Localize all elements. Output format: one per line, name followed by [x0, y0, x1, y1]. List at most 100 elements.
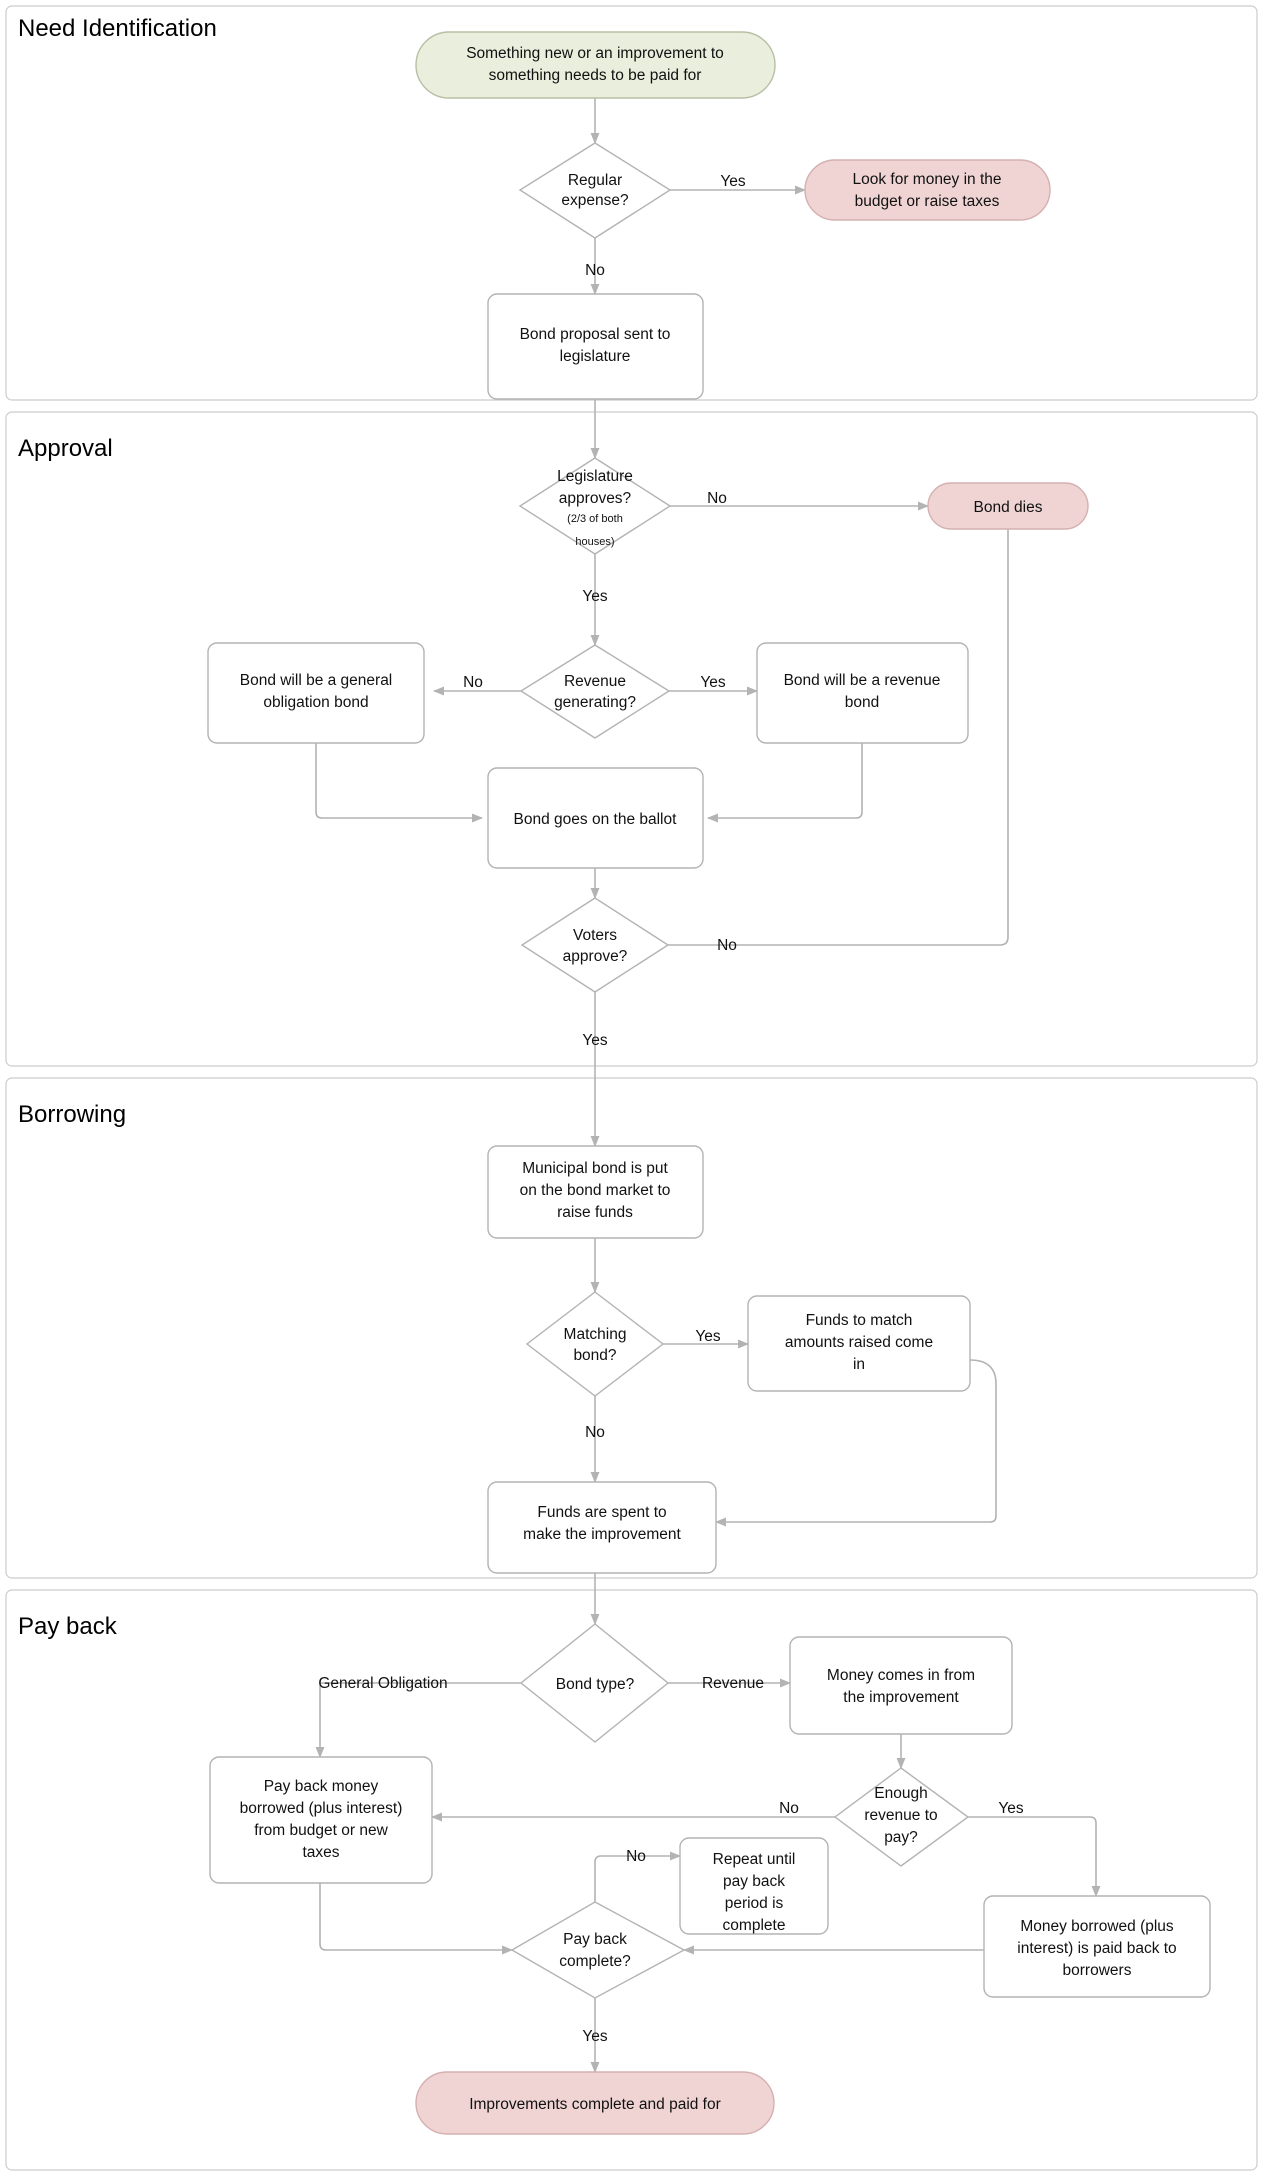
node-money-comes-in-line-1: Money comes in from [827, 1667, 975, 1684]
edge-label-revenue-generating-yes: Yes [700, 674, 726, 691]
edge-label-regular-expense-no: No [585, 262, 605, 279]
node-start[interactable]: Something new or an improvement to somet… [415, 31, 776, 99]
node-repeat-until-line-1: Repeat until [713, 1851, 796, 1868]
node-matching-bond-line-2: bond? [573, 1347, 616, 1364]
edge-label-legislature-no: No [707, 490, 727, 507]
node-voters-approve-line-1: Voters [573, 927, 617, 944]
node-pay-back-money[interactable]: Pay back money borrowed (plus interest) … [209, 1756, 433, 1884]
edge-bond-type-general-obligation [315, 1682, 521, 1759]
node-bond-dies-label: Bond dies [974, 499, 1043, 516]
node-look-for-money-line-1: Look for money in the [852, 171, 1001, 188]
node-bond-on-ballot[interactable]: Bond goes on the ballot [487, 767, 704, 869]
lane-title-pay-back: Pay back [18, 1613, 118, 1640]
node-matching-bond-line-1: Matching [564, 1326, 627, 1343]
node-revenue-generating[interactable]: Revenue generating? [519, 644, 671, 739]
edge-label-matching-bond-yes: Yes [695, 1328, 721, 1345]
node-enough-revenue-line-1: Enough [874, 1785, 927, 1802]
edge-voters-approve-no [668, 516, 1013, 946]
node-bond-proposal-line-2: legislature [560, 348, 631, 365]
node-money-paid-back-line-3: borrowers [1063, 1962, 1132, 1979]
node-bond-proposal[interactable]: Bond proposal sent to legislature [487, 293, 704, 400]
edge-label-bond-type-revenue: Revenue [702, 1675, 764, 1692]
node-general-obligation-line-1: Bond will be a general [240, 672, 393, 689]
node-funds-to-match[interactable]: Funds to match amounts raised come in [747, 1295, 971, 1392]
edge-label-pay-back-complete-yes: Yes [582, 2028, 608, 2045]
node-revenue-bond[interactable]: Bond will be a revenue bond [756, 642, 969, 744]
node-look-for-money[interactable]: Look for money in the budget or raise ta… [804, 159, 1051, 221]
node-regular-expense[interactable]: Regular expense? [518, 142, 672, 239]
node-repeat-until[interactable]: Repeat until pay back period is complete [679, 1837, 829, 1935]
node-money-paid-back-line-2: interest) is paid back to [1017, 1940, 1176, 1957]
edge-label-voters-approve-yes: Yes [582, 1032, 608, 1049]
node-money-paid-back-line-1: Money borrowed (plus [1020, 1918, 1174, 1935]
node-voters-approve[interactable]: Voters approve? [520, 897, 670, 993]
node-funds-spent-line-1: Funds are spent to [537, 1504, 666, 1521]
node-repeat-until-line-2: pay back [723, 1873, 785, 1890]
node-legislature-approves[interactable]: Legislature approves? (2/3 of both house… [518, 457, 672, 555]
node-repeat-until-line-4: complete [723, 1917, 786, 1934]
node-legislature-sub-line-1: (2/3 of both [567, 513, 623, 525]
node-municipal-bond-line-2: on the bond market to [520, 1182, 671, 1199]
node-money-comes-in-line-2: the improvement [843, 1689, 959, 1706]
lane-approval [5, 411, 1258, 1067]
node-legislature-line-1: Legislature [557, 468, 633, 485]
node-look-for-money-line-2: budget or raise taxes [855, 193, 1000, 210]
lane-pay-back [5, 1589, 1258, 2171]
node-voters-approve-line-2: approve? [563, 948, 628, 965]
lane-title-approval: Approval [18, 435, 113, 462]
node-municipal-bond-line-3: raise funds [557, 1204, 633, 1221]
node-improvements-done-label: Improvements complete and paid for [469, 2096, 721, 2113]
node-legislature-sub-line-2: houses) [575, 536, 614, 548]
edge-pay-back-money-to-complete [319, 1883, 514, 1955]
node-money-paid-back[interactable]: Money borrowed (plus interest) is paid b… [983, 1895, 1211, 1998]
edge-label-matching-bond-no: No [585, 1424, 605, 1441]
edge-label-enough-revenue-yes: Yes [998, 1800, 1024, 1817]
edge-label-regular-expense-yes: Yes [720, 173, 746, 190]
node-enough-revenue-line-2: revenue to [864, 1807, 937, 1824]
node-pay-back-money-line-1: Pay back money [264, 1778, 379, 1795]
edge-funds-to-match-to-funds-spent [714, 1359, 997, 1527]
node-pay-back-complete-line-1: Pay back [563, 1931, 627, 1948]
node-pay-back-money-line-2: borrowed (plus interest) [240, 1800, 403, 1817]
node-bond-type-label: Bond type? [556, 1676, 635, 1693]
node-regular-expense-line-1: Regular [568, 172, 622, 189]
node-legislature-line-2: approves? [559, 490, 632, 507]
node-start-line-2: something needs to be paid for [489, 67, 702, 84]
node-funds-to-match-line-1: Funds to match [806, 1312, 913, 1329]
node-general-obligation-bond[interactable]: Bond will be a general obligation bond [207, 642, 425, 744]
node-pay-back-money-line-4: taxes [302, 1844, 339, 1861]
node-revenue-bond-line-2: bond [845, 694, 879, 711]
node-on-ballot-label: Bond goes on the ballot [514, 811, 678, 828]
node-enough-revenue-line-3: pay? [884, 1829, 918, 1846]
edge-pay-back-complete-no [594, 1851, 682, 1902]
node-municipal-bond-line-1: Municipal bond is put [522, 1160, 668, 1177]
node-enough-revenue[interactable]: Enough revenue to pay? [833, 1767, 970, 1867]
edge-general-obligation-to-ballot [315, 743, 484, 823]
node-money-comes-in[interactable]: Money comes in from the improvement [789, 1636, 1013, 1735]
node-funds-spent-line-2: make the improvement [523, 1526, 681, 1543]
edge-label-legislature-yes: Yes [582, 588, 608, 605]
node-improvements-done[interactable]: Improvements complete and paid for [415, 2071, 775, 2135]
node-revenue-generating-line-1: Revenue [564, 673, 626, 690]
node-pay-back-complete-line-2: complete? [559, 1953, 631, 1970]
edge-label-voters-approve-no: No [717, 937, 737, 954]
edge-enough-revenue-yes [968, 1816, 1101, 1898]
node-funds-spent[interactable]: Funds are spent to make the improvement [487, 1481, 717, 1574]
edge-label-bond-type-general-obligation: General Obligation [318, 1675, 447, 1692]
node-pay-back-complete[interactable]: Pay back complete? [510, 1901, 686, 1999]
edge-label-revenue-generating-no: No [463, 674, 483, 691]
node-bond-type[interactable]: Bond type? [519, 1623, 670, 1743]
node-municipal-bond[interactable]: Municipal bond is put on the bond market… [487, 1145, 704, 1239]
node-repeat-until-line-3: period is [725, 1895, 784, 1912]
node-bond-dies[interactable]: Bond dies [927, 482, 1089, 530]
node-matching-bond[interactable]: Matching bond? [525, 1291, 665, 1397]
node-revenue-generating-line-2: generating? [554, 694, 636, 711]
lane-title-need-identification: Need Identification [18, 15, 217, 42]
node-funds-to-match-line-3: in [853, 1356, 865, 1373]
node-revenue-bond-line-1: Bond will be a revenue [784, 672, 941, 689]
node-bond-proposal-line-1: Bond proposal sent to [520, 326, 671, 343]
node-funds-to-match-line-2: amounts raised come [785, 1334, 933, 1351]
node-start-line-1: Something new or an improvement to [466, 45, 724, 62]
